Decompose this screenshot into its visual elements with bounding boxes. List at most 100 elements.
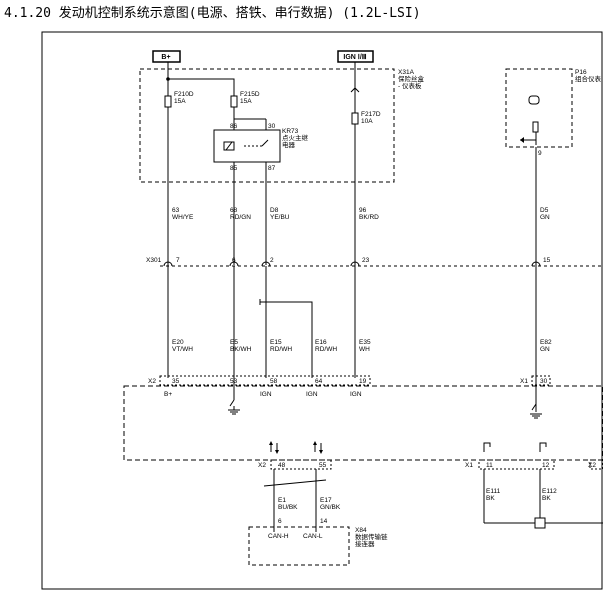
gnd-x2-connector [589,459,603,470]
x301-pin-15: 15 [543,257,551,264]
wire-e5-num: E5 [230,339,238,346]
splice-pack [534,517,546,529]
x301-pin-23: 23 [362,257,370,264]
ign-connector [350,87,360,93]
ecm-sig-ign2: IGN [306,391,318,398]
switch-icon [530,403,542,419]
ign-label: IGN Ⅰ/Ⅲ [343,53,366,61]
can-x2-label: X2 [258,462,266,469]
can-pin-48: 48 [278,462,286,469]
can-pin-55: 55 [319,462,327,469]
fuse-f215d-id: F215D [240,91,260,98]
wire-63-color: WH/YE [172,214,194,221]
twisted-pair-mark [263,479,327,487]
x31a-desc2: - 仪表板 [398,81,422,90]
fuse-box-outline [139,68,395,183]
can-w2-num: E17 [320,497,332,504]
dlc-outline [248,526,350,566]
dlc-desc1: 数据传输链 [355,532,388,541]
wire-e16-num: E16 [315,339,327,346]
p16-resistor [532,121,539,133]
relay-id: KR73 [282,128,299,135]
ecm-x1-label: X1 [520,378,528,385]
wire-e15-color: RD/WH [270,346,292,353]
can-w2-color: GN/BK [320,504,341,511]
dlc-pin-6: 6 [278,518,282,525]
p16-outline [505,68,573,148]
dlc-desc2: 接连器 [355,539,375,548]
wire-branch [168,78,235,92]
relay-pin-87: 87 [268,165,276,172]
gnd-pin-11: 11 [486,462,493,469]
x301-pin-2: 2 [270,257,274,264]
x301-pins [163,261,541,267]
ecm-pin-19: 19 [359,378,367,385]
wire-e35-color: WH [359,346,370,353]
wire-96-color: BK/RD [359,214,379,221]
gnd-w1-color: BK [486,495,495,502]
ecm-sig-ign1: IGN [260,391,272,398]
wire-e5-color: BK/WH [230,346,252,353]
wire-d5-color: GN [540,214,550,221]
p16-arrow [520,137,524,143]
x301-pin-6: 6 [232,257,236,264]
dlc-sig-canh: CAN-H [268,533,289,540]
wire-e20-num: E20 [172,339,184,346]
relay-desc1: 点火主继 [282,133,309,142]
x301-label: X301 [146,257,162,264]
x31a-desc1: 保险丝盒 [398,74,425,83]
wire-d8-num: D8 [270,207,279,214]
fuse-f210d-rating: 15A [174,98,186,105]
gnd-pin-12: 12 [542,462,550,469]
gnd-w1-num: E111 [486,488,501,495]
ecm-sig-bplus: B+ [164,391,172,398]
lamp-icon [528,95,540,105]
relay-desc2: 电器 [282,140,296,149]
wire-68-num: 68 [230,207,238,214]
dlc-id: X84 [355,527,367,534]
wire-e35-num: E35 [359,339,371,346]
can-w1-color: BU/BK [278,504,298,511]
wire-e20-color: VT/WH [172,346,193,353]
relay-switch [261,139,269,147]
bplus-label: B+ [161,54,170,61]
bplus-box [152,50,181,63]
ground-icon [228,399,240,415]
x301-pin-7: 7 [176,257,180,264]
fuse-f217d-rating: 10A [361,118,373,125]
page-title: 4.1.20 发动机控制系统示意图(电源、搭铁、串行数据) (1.2L-LSI) [4,6,421,21]
ecm-sig-ign3: IGN [350,391,362,398]
wire-63-num: 63 [172,207,180,214]
wire-d5-num: D5 [540,207,549,214]
wire-e82-num: E82 [540,339,552,346]
wire-d8-color: YE/BU [270,214,290,221]
dlc-pin-14: 14 [320,518,328,525]
relay-coil-mark [225,141,233,151]
x31a-label: X31A [398,69,415,76]
wire-e16-color: RD/WH [315,346,337,353]
fuse-f217d-id: F217D [361,111,381,118]
p16-pin: 9 [538,150,542,157]
relay-box [213,129,281,163]
ecm-pin-58: 58 [270,378,278,385]
ecm-x2-connector [159,375,371,386]
gnd-w2-color: BK [542,495,551,502]
fuse-f215d-rating: 15A [240,98,252,105]
gnd-x1-label: X1 [465,462,473,469]
can-w1-num: E1 [278,497,286,504]
wire-e15-num: E15 [270,339,282,346]
ecm-x2-label: X2 [148,378,156,385]
ecm-pin-64: 64 [315,378,323,385]
can-arrows-icon [269,441,323,454]
relay-pin-30: 30 [268,123,276,130]
ecm-outline [123,385,603,461]
ecm-x1-connector [531,375,551,386]
wire-e16 [260,301,313,378]
gnd-w2-num: E112 [542,488,557,495]
relay-coil [223,141,235,151]
gnd-connector [478,459,555,470]
fuse-f215d [230,95,238,108]
p16-label: P16 [575,69,587,76]
ecm-pin-35: 35 [172,378,180,385]
